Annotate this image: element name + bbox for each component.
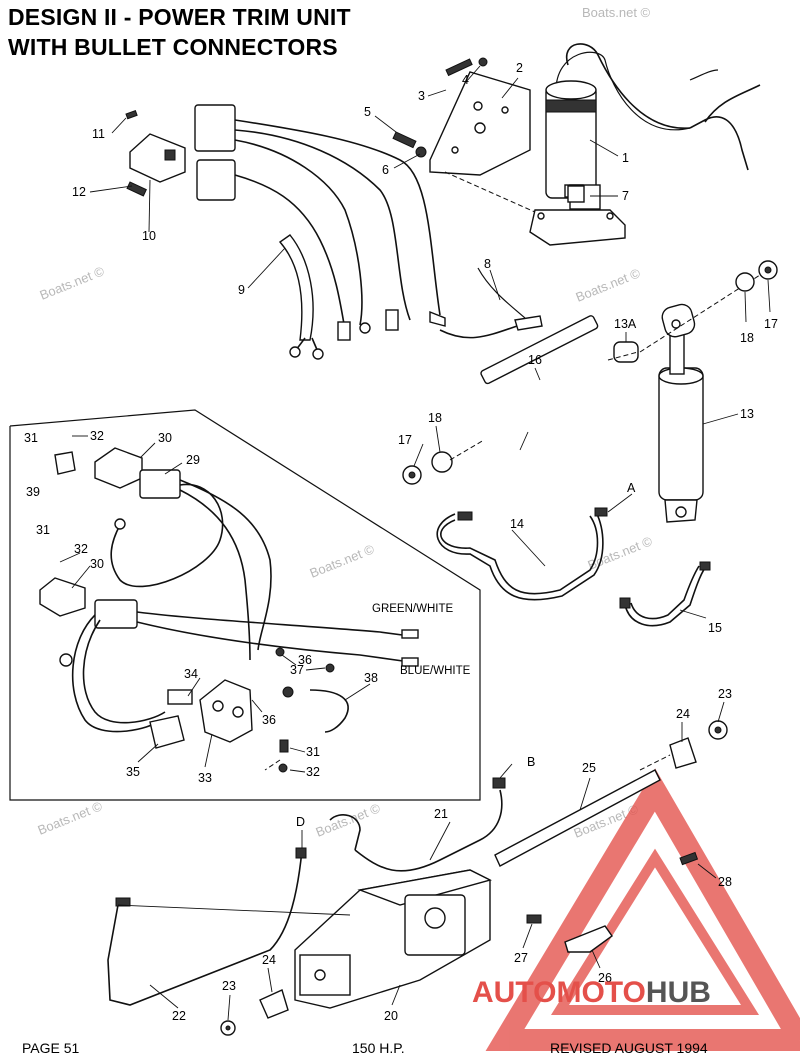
- watermark: Boats.net ©: [314, 800, 383, 840]
- main-wiring-harness: [194, 104, 446, 360]
- callout-5: 5: [364, 105, 371, 119]
- callout-23: 23: [222, 979, 236, 993]
- callout-12: 12: [72, 185, 86, 199]
- watermark: Boats.net ©: [582, 5, 651, 20]
- callout-18: 18: [428, 411, 442, 425]
- callout-34: 34: [184, 667, 198, 681]
- connection-letter-b: B: [527, 755, 535, 769]
- callout-28: 28: [718, 875, 732, 889]
- watermark: Boats.net ©: [574, 265, 643, 305]
- callout-30: 30: [90, 557, 104, 571]
- trim-cylinder: [639, 274, 761, 523]
- callout-13: 13: [740, 407, 754, 421]
- callout-23: 23: [718, 687, 732, 701]
- logo-text-automoto: AUTOMOTO: [472, 976, 646, 1009]
- callout-31: 31: [24, 431, 38, 445]
- callout-17: 17: [398, 433, 412, 447]
- diagram-title-line2: WITH BULLET CONNECTORS: [8, 34, 338, 60]
- callout-29: 29: [186, 453, 200, 467]
- callout-32: 32: [74, 542, 88, 556]
- callout-6: 6: [382, 163, 389, 177]
- connection-letter-a: A: [627, 481, 636, 495]
- connection-letters: A B D: [296, 481, 636, 829]
- automotohub-logo-text: AUTOMOTOHUB: [472, 976, 711, 1009]
- callout-7: 7: [622, 189, 629, 203]
- footer-horsepower: 150 H.P.: [352, 1040, 405, 1056]
- trim-pump-motor: [529, 43, 761, 246]
- inset-border: [9, 409, 481, 801]
- callout-14: 14: [510, 517, 524, 531]
- callout-22: 22: [172, 1009, 186, 1023]
- trim-manifold-assembly: [107, 720, 728, 1036]
- watermark: Boats.net ©: [308, 541, 377, 581]
- callout-13a: 13A: [614, 317, 637, 331]
- wire-label-green-white: GREEN/WHITE: [372, 603, 453, 615]
- connection-letter-d: D: [296, 815, 305, 829]
- callout-8: 8: [484, 257, 491, 271]
- callout-16: 16: [528, 353, 542, 367]
- callout-numbers: 1 2 3 4 5 6 7 8 9 10 11 12 13 13A 14 15 …: [24, 61, 778, 1023]
- callout-30: 30: [158, 431, 172, 445]
- callout-24: 24: [676, 707, 690, 721]
- cylinder-pivot-hardware: [402, 260, 778, 485]
- callout-26: 26: [598, 971, 612, 985]
- callout-31: 31: [36, 523, 50, 537]
- callout-25: 25: [582, 761, 596, 775]
- callout-27: 27: [514, 951, 528, 965]
- callout-20: 20: [384, 1009, 398, 1023]
- callout-10: 10: [142, 229, 156, 243]
- callout-15: 15: [708, 621, 722, 635]
- callout-3: 3: [418, 89, 425, 103]
- callout-4: 4: [462, 73, 469, 87]
- callout-leader-lines: [59, 65, 771, 1021]
- callout-9: 9: [238, 283, 245, 297]
- callout-32: 32: [90, 429, 104, 443]
- callout-31: 31: [306, 745, 320, 759]
- footer-revision-date: REVISED AUGUST 1994: [550, 1040, 708, 1056]
- bracket-fasteners: [392, 57, 488, 158]
- callout-32: 32: [306, 765, 320, 779]
- logo-text-hub: HUB: [646, 976, 711, 1009]
- callout-36: 36: [262, 713, 276, 727]
- callout-33: 33: [198, 771, 212, 785]
- callout-36: 36: [298, 653, 312, 667]
- hydraulic-tube-14: [436, 507, 608, 601]
- watermark: Boats.net ©: [36, 798, 105, 838]
- callout-11: 11: [92, 127, 105, 141]
- callout-17: 17: [764, 317, 778, 331]
- relay-assembly: [125, 109, 186, 197]
- watermark: Boats.net ©: [38, 263, 107, 303]
- callout-35: 35: [126, 765, 140, 779]
- mounting-bracket-plate: [429, 71, 536, 213]
- callout-24: 24: [262, 953, 276, 967]
- callout-39: 39: [26, 485, 40, 499]
- callout-21: 21: [434, 807, 448, 821]
- callout-2: 2: [516, 61, 523, 75]
- diagram-title-line1: DESIGN II - POWER TRIM UNIT: [8, 4, 351, 30]
- callout-18: 18: [740, 331, 754, 345]
- ground-wire: [439, 267, 543, 339]
- callout-37: 37: [290, 663, 304, 677]
- inset-wiring-harness: [39, 447, 419, 773]
- footer-page-number: PAGE 51: [22, 1040, 80, 1056]
- callout-1: 1: [622, 151, 629, 165]
- callout-38: 38: [364, 671, 378, 685]
- wire-label-blue-white: BLUE/WHITE: [400, 665, 471, 677]
- hydraulic-tube-15: [619, 561, 711, 627]
